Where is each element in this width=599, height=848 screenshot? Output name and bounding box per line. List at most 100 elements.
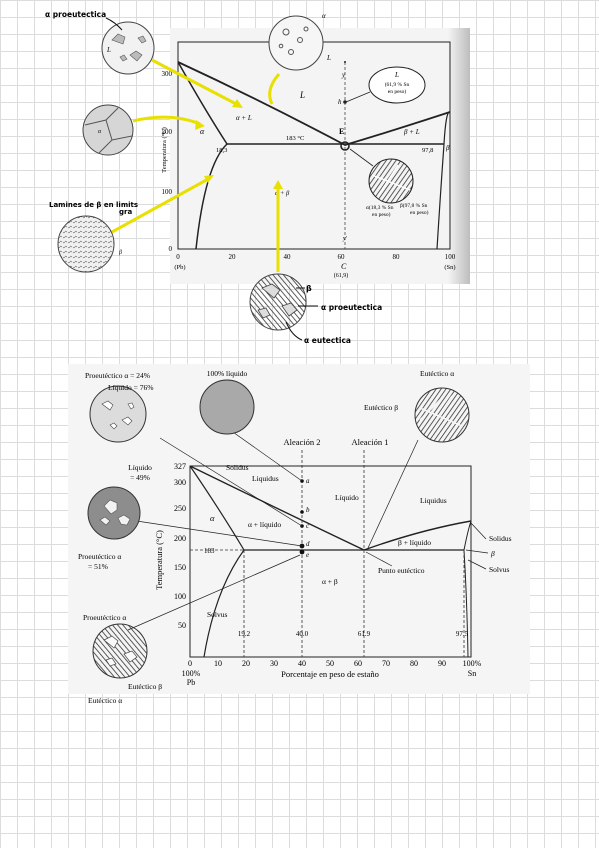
micro-label-eutectic-beta-bottom: Eutéctico β (128, 682, 162, 691)
bottom-xtick: 30 (270, 659, 278, 668)
bottom-xtick: 20 (242, 659, 250, 668)
region-alpha-L: α + L (236, 114, 252, 122)
region-solidus-right: Solidus (489, 534, 512, 543)
bottom-xtick: 10 (214, 659, 222, 668)
bottom-ytick: 250 (174, 504, 186, 513)
micro-label-liquido-100: 100% líquido (207, 369, 248, 378)
bottom-micro-eutectic (414, 387, 470, 443)
micro-label-proeut-51a: Proeutéctico α (78, 552, 121, 561)
highlight-arrows (111, 58, 281, 272)
bottom-y-axis-label: Temperatura (°C) (154, 530, 164, 590)
bottom-x-right-end: Sn (468, 669, 476, 678)
point-c-label: c (306, 522, 310, 530)
bottom-ytick: 100 (174, 592, 186, 601)
top-xtick: 80 (393, 253, 401, 261)
alloy-1-label: Aleación 1 (351, 437, 388, 447)
top-x-right-end: (Sn) (444, 264, 455, 271)
micro-label-proeut-24: Proeutéctico α = 24% (85, 371, 150, 380)
bottom-frame (189, 465, 472, 658)
region-solidus-left: Solidus (226, 463, 249, 472)
note-gra: gra (119, 208, 132, 216)
top-x-left-end: (Pb) (174, 264, 185, 271)
point-y2-label: y' (342, 236, 348, 242)
top-ytick: 200 (162, 128, 173, 136)
bottom-x-axis-label: Porcentaje en peso de estaño (281, 669, 379, 679)
bottom-xtick: 50 (326, 659, 334, 668)
bottom-xtick: 70 (382, 659, 390, 668)
top-ytick: 300 (162, 70, 173, 78)
note-alpha-eutectica: α eutectica (304, 336, 351, 345)
top-y-axis-label: Temperatura (°C) (161, 127, 168, 173)
micro-L-label: L (106, 46, 111, 54)
temp-183-label: 183 (204, 547, 215, 555)
region-alpha-bottom: α (210, 513, 215, 523)
top-solvus-right (436, 143, 445, 250)
region-alpha: α (200, 127, 205, 136)
micrograph-L-top: α L (268, 12, 331, 71)
callout-L-bubble (368, 66, 426, 104)
bottom-xtick: 40 (298, 659, 306, 668)
region-beta-right: β (490, 549, 495, 558)
callout-beta-line: β(97,8 % Sn (400, 202, 428, 209)
comp-mark: 97.5 (456, 630, 469, 638)
top-solidus-left (177, 61, 228, 145)
point-y-label: y (341, 71, 346, 79)
point-h-dot (343, 100, 347, 104)
micro-L-top-label: L (326, 54, 331, 62)
micro-label-eutectic-beta-top: Eutéctico β (364, 403, 398, 412)
region-solvus-right: Solvus (489, 565, 510, 574)
bottom-xtick: 80 (410, 659, 418, 668)
micrograph-alpha-beta-eutectic (249, 273, 307, 331)
top-ytick: 0 (169, 245, 173, 253)
bottom-ytick: 327 (174, 462, 186, 471)
bottom-solidus-left (189, 465, 245, 551)
region-alpha-beta: α + β (275, 190, 290, 197)
bottom-micro-proeut-eutectic (92, 623, 148, 679)
micro-label-liquido-49a: Líquido (128, 463, 152, 472)
callout-alpha-line: α(18,3 % Sn (366, 204, 394, 211)
region-liquidus-left: Liquidus (252, 474, 279, 483)
eutectic-temp-label: 183 °C (286, 135, 304, 142)
micro-label-liquido-49b: = 49% (130, 473, 150, 482)
point-b (300, 510, 304, 514)
bottom-xtick: 90 (438, 659, 446, 668)
region-beta: β (445, 144, 450, 152)
bottom-ytick: 150 (174, 563, 186, 572)
point-e-label: e (306, 551, 309, 559)
region-solvus-left: Solvus (207, 610, 228, 619)
micrograph-alpha-proeutectic: L (101, 21, 155, 75)
bottom-diagram: 50 100 150 200 250 300 327 Temperatura (… (127, 429, 512, 687)
region-L: L (299, 90, 305, 100)
bottom-solvus-left (203, 549, 245, 658)
bottom-xtick: 100% (463, 659, 482, 668)
bottom-xtick: 60 (354, 659, 362, 668)
micro-label-eutectic-alpha-top: Eutéctico α (420, 369, 454, 378)
bottom-x-left-end: 100% (182, 669, 201, 678)
callout-beta-line: en peso) (410, 209, 429, 216)
punto-eutectico-label: Punto eutéctico (378, 566, 425, 575)
top-xtick: 100 (445, 253, 456, 261)
note-alpha-proeutectica-bottom: α proeutectica (321, 303, 382, 312)
top-diagram-panel (170, 28, 470, 284)
micro-alpha-label: α (98, 129, 102, 135)
scan-shadow (448, 28, 470, 284)
top-diagram: 0 100 200 300 Temperatura (°C) 0 20 40 6… (161, 41, 456, 279)
region-beta-liq: β + líquido (398, 538, 431, 547)
top-solidus-right (443, 111, 451, 145)
point-a-label: a (306, 477, 310, 485)
top-xtick: 40 (284, 253, 292, 261)
alloy-2-label: Aleación 2 (283, 437, 320, 447)
top-liquidus-line (177, 61, 451, 146)
micro-beta-label: β (118, 250, 122, 256)
top-xtick: 60 (338, 253, 346, 261)
micro-alpha-top-label: α (322, 12, 326, 20)
micro-label-eutectic-alpha-bottom: Eutéctico α (88, 696, 122, 705)
region-liquidus-right: Liquidus (420, 496, 447, 505)
bottom-xtick: 0 (188, 659, 192, 668)
bottom-liquidus-left (189, 465, 365, 551)
top-ytick: 100 (162, 188, 173, 196)
eutectic-microstructure (368, 158, 414, 204)
note-alpha-proeutectica-top: α proeutectica (45, 10, 106, 19)
bottom-ytick: 200 (174, 534, 186, 543)
